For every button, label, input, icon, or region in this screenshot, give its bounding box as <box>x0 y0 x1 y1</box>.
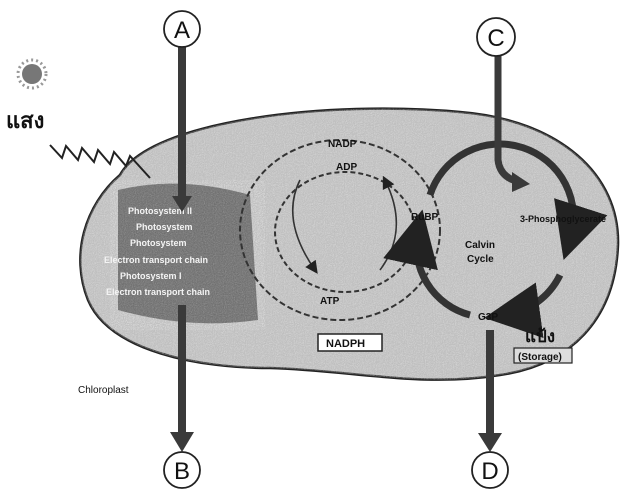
nadph-label: NADPH <box>326 338 365 350</box>
g3p-label: G3P <box>478 312 498 323</box>
label-a: A <box>164 11 200 47</box>
starch-label: แป้ง <box>525 327 555 347</box>
thylakoid-line-5: Photosystem I <box>120 271 182 281</box>
nadph-box: NADPH <box>318 334 382 351</box>
label-c-text: C <box>487 25 504 52</box>
pga-label: 3-Phosphoglycerate <box>520 214 606 224</box>
label-c: C <box>477 18 515 56</box>
thylakoid-line-6: Electron transport chain <box>106 287 210 297</box>
label-b-text: B <box>174 458 190 485</box>
label-d-text: D <box>481 458 498 485</box>
label-a-text: A <box>174 17 190 44</box>
starch-storage-label: (Storage) <box>518 352 562 363</box>
starch-storage-box: (Storage) <box>514 348 572 363</box>
calvin-label: Calvin <box>465 240 495 251</box>
chloroplast-label: Chloroplast <box>78 385 129 396</box>
thylakoid-line-3: Photosystem <box>130 238 187 248</box>
atp-label: ATP <box>320 296 340 307</box>
rubp-label: RuBP <box>411 212 439 223</box>
label-b: B <box>164 452 200 488</box>
thylakoid-line-2: Photosystem <box>136 222 193 232</box>
label-d: D <box>472 452 508 488</box>
light-label: แสง <box>6 109 44 134</box>
adp-label: ADP <box>336 162 357 173</box>
cycle-label: Cycle <box>467 254 494 265</box>
nadp-label: NADP <box>328 139 357 150</box>
thylakoid-line-4: Electron transport chain <box>104 255 208 265</box>
sun-icon <box>18 60 46 88</box>
